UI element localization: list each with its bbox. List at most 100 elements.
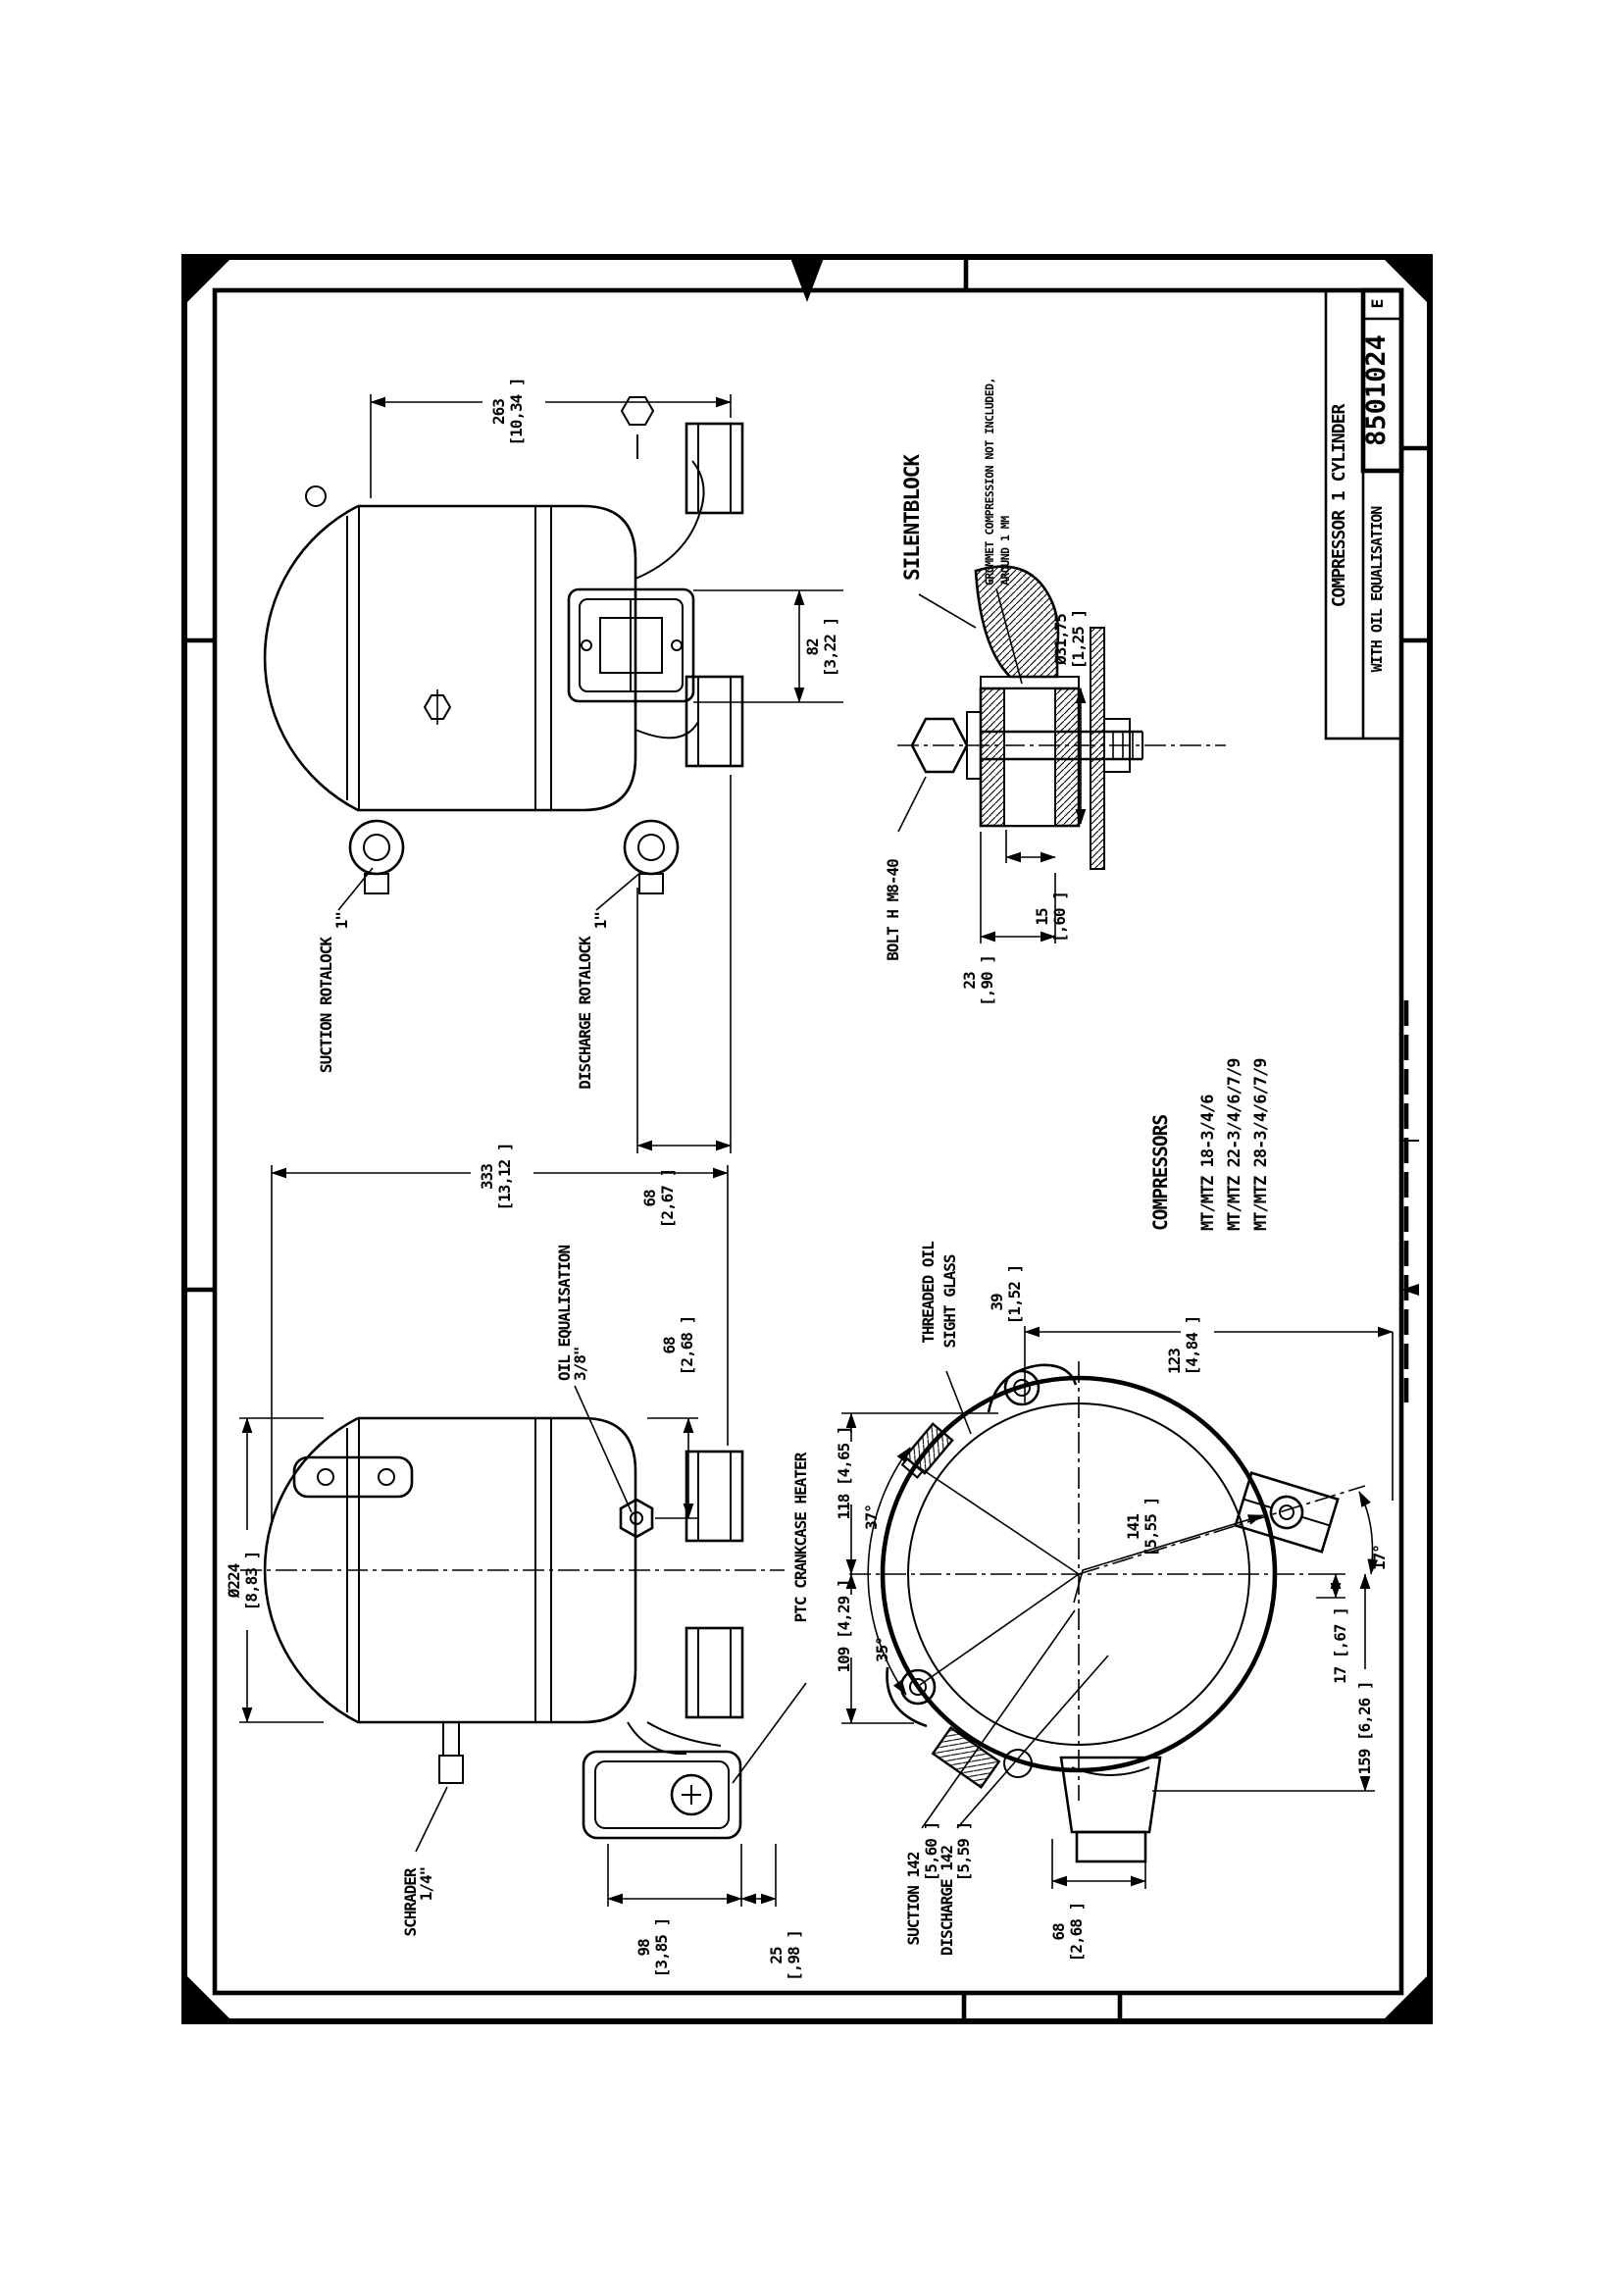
grommet-sleeve	[1003, 688, 1056, 827]
oil-equalisation-port	[619, 1498, 654, 1539]
discharge-rotalock-valve	[623, 819, 680, 894]
grommet-flange	[980, 676, 1080, 689]
compressors-heading: COMPRESSORS	[1149, 1115, 1172, 1231]
mounting-foot	[685, 675, 744, 768]
scale-arrow-icon	[1401, 1284, 1419, 1296]
right-lug-assembly	[1234, 1471, 1340, 1554]
dim-25-mm: 25	[767, 1947, 786, 1964]
terminal-box	[567, 587, 695, 703]
dim-109-text: 109 [4,29 ]	[835, 1580, 853, 1673]
dim-118-text: 118 [4,65 ]	[835, 1427, 853, 1520]
dim-263: 263 [10,34 ]	[370, 378, 732, 498]
angle-35-label: 35°	[873, 1637, 891, 1662]
dim-68-feet: 68 [2,67 ]	[636, 775, 732, 1228]
dim-68-inch: [2,67 ]	[658, 1169, 677, 1228]
dim-141-inch: [5,55 ]	[1142, 1498, 1160, 1556]
dim-123-inch: [4,84 ]	[1183, 1316, 1201, 1375]
ptc-heater-label: PTC CRANKCASE HEATER	[791, 1452, 810, 1622]
silentblock-title: SILENTBLOCK	[900, 454, 924, 581]
view-silentblock: SILENTBLOCK GROMMET COMPRESSION NOT INCL…	[884, 378, 1226, 1006]
crankcase-heater	[582, 1721, 742, 1840]
dim-15-mm: 15	[1033, 908, 1051, 926]
top-lug	[987, 1363, 1078, 1413]
discharge-conn-inch: [5,59 ]	[954, 1822, 973, 1881]
schrader-label: SCHRADER	[401, 1867, 420, 1936]
grommet-note-line1: GROMMET COMPRESSION NOT INCLUDED,	[983, 378, 996, 586]
suction-pipe	[634, 721, 699, 739]
shell-bolt	[423, 689, 452, 725]
compressor-foot-section	[974, 565, 1060, 679]
compressor-model: MT/MTZ 18-3/4/6	[1198, 1095, 1218, 1231]
dim-68-mm: 68	[640, 1190, 659, 1207]
dim-123-mm: 123	[1165, 1349, 1184, 1374]
title-block: COMPRESSOR 1 CYLINDER WITH OIL EQUALISAT…	[1324, 287, 1404, 740]
dim-141: 141 [5,55 ]	[1073, 1498, 1264, 1604]
angle-arc-left	[867, 1447, 911, 1696]
corner-mark-top-right	[1385, 260, 1427, 302]
dim-333-mm: 333	[478, 1164, 496, 1190]
dim-82-mm: 82	[803, 638, 822, 656]
page-frame	[181, 254, 1433, 2024]
dim-82: 82 [3,22 ]	[693, 589, 843, 703]
dim-263-mm: 263	[489, 399, 508, 425]
dim-68-mm: 68	[660, 1337, 679, 1354]
suction-rotalock-valve	[348, 819, 405, 894]
drawing-subtitle: WITH OIL EQUALISATION	[1368, 506, 1386, 673]
angle-17-label: 17°	[1370, 1545, 1389, 1570]
dim-15: 15 [,60 ]	[1005, 830, 1069, 943]
dim-3175-inch: [1,25 ]	[1069, 610, 1088, 669]
corner-mark-top-left	[187, 260, 229, 302]
schrader-valve	[438, 1722, 464, 1784]
dim-39-inch: [1,52 ]	[1005, 1265, 1024, 1324]
dim-333-inch: [13,12 ]	[495, 1143, 514, 1210]
dim-98: 98 [3,85 ]	[607, 1844, 742, 1977]
view-side: 263 [10,34 ] 82 [3,22 ] 68 [2,67 ] SUCTI…	[263, 378, 843, 1228]
discharge-pipe	[634, 460, 705, 580]
dim-68-inch: [2,68 ]	[678, 1316, 696, 1375]
dim-159-text: 159 [6,26 ]	[1355, 1682, 1374, 1775]
suction-conn-inch: [5,60 ]	[922, 1822, 940, 1881]
drawing-title: COMPRESSOR 1 CYLINDER	[1329, 404, 1349, 608]
dim-141-mm: 141	[1124, 1514, 1142, 1540]
dim-23-mm: 23	[960, 972, 979, 990]
view-top: 37° 35° 17° 141 [5,55 ] 39 [1,52 ] 123 […	[835, 1242, 1394, 1962]
dim-263-inch: [10,34 ]	[507, 378, 526, 445]
compressor-model: MT/MTZ 28-3/4/6/7/9	[1251, 1058, 1271, 1231]
sight-glass-label-line1: THREADED OIL	[919, 1242, 938, 1344]
dim-25: 25 [,98 ]	[740, 1844, 803, 1981]
dim-68: 68 [2,68 ]	[647, 1316, 698, 1519]
pipe-hex-fitting	[620, 396, 655, 426]
centering-mark-icon	[790, 258, 824, 302]
dim-3175-mm: Ø31,75	[1051, 614, 1070, 666]
bolt-label: BOLT H M8-40	[884, 859, 902, 961]
dim-123: 123 [4,84 ]	[1079, 1316, 1394, 1501]
discharge-conn-label: DISCHARGE 142	[938, 1846, 956, 1957]
discharge-rotalock-label: DISCHARGE ROTALOCK	[576, 936, 594, 1090]
dim-15-inch: [,60 ]	[1050, 892, 1069, 943]
lifting-lug-bracket	[292, 1455, 414, 1499]
dim-118: 118 [4,65 ]	[835, 1412, 998, 1575]
compressors-list: COMPRESSORS MT/MTZ 18-3/4/6 MT/MTZ 22-3/…	[1149, 1058, 1271, 1231]
suction-rotalock-label: SUCTION ROTALOCK	[317, 937, 335, 1073]
suction-block-section	[931, 1726, 1001, 1789]
oil-equalisation-label: OIL EQUALISATION	[555, 1246, 574, 1381]
dim-159: 159 [6,26 ]	[1152, 1573, 1375, 1792]
lifting-lug	[305, 485, 327, 507]
dim-333: 333 [13,12 ]	[271, 1143, 729, 1525]
mounting-foot	[685, 1626, 744, 1719]
dim-23: 23 [,90 ]	[960, 832, 1056, 1006]
dim-224-inch: [8,83 ]	[242, 1552, 261, 1610]
mounting-foot	[685, 1450, 744, 1543]
compressor-shell	[263, 1416, 637, 1724]
revision-letter: E	[1368, 299, 1387, 308]
discharge-rotalock-size: 1"	[591, 912, 610, 929]
dim-98-mm: 98	[634, 1939, 653, 1957]
sight-glass-label-line2: SIGHT GLASS	[940, 1254, 959, 1348]
dim-224-mm: Ø224	[225, 1563, 243, 1599]
base-plate-section	[1090, 627, 1105, 870]
dim-68b-inch: [2,68 ]	[1067, 1903, 1086, 1962]
dim-109: 109 [4,29 ]	[835, 1573, 914, 1724]
dim-17-text: 17 [,67 ]	[1331, 1607, 1349, 1684]
